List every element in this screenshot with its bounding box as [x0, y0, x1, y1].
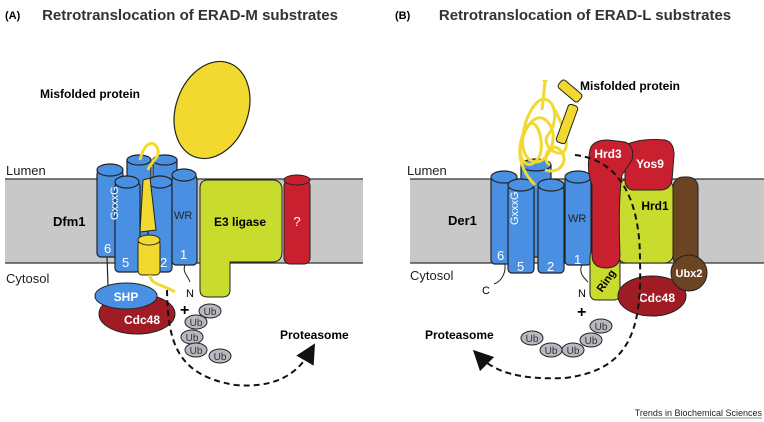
- svg-text:Ub: Ub: [585, 336, 598, 347]
- c-terminus: C: [482, 285, 490, 297]
- cdc48: [617, 275, 687, 317]
- dfm1-helices: [96, 163, 198, 273]
- lumen-label: Lumen: [6, 163, 46, 178]
- plus-sign: +: [577, 304, 586, 321]
- yos9: [624, 139, 675, 191]
- helix-2: 2: [160, 255, 167, 270]
- helix-1: 1: [180, 247, 187, 262]
- svg-text:Ub: Ub: [214, 352, 227, 363]
- svg-text:Ub: Ub: [595, 322, 608, 333]
- der1-helices: [490, 170, 592, 274]
- gxxxg-motif: GxxxG: [109, 186, 121, 220]
- svg-text:Ub: Ub: [190, 318, 203, 329]
- dfm1-label: Dfm1: [53, 214, 86, 229]
- wr-motif: WR: [174, 210, 192, 222]
- unknown-label: ?: [293, 214, 300, 229]
- ubiquitin-chain: Ub Ub Ub Ub Ub: [180, 303, 232, 364]
- hrd1-label: Hrd1: [641, 199, 669, 213]
- degradation-arrow: [472, 154, 642, 380]
- panel-b-title: Retrotranslocation of ERAD-L substrates: [439, 7, 731, 24]
- n-terminus: N: [578, 288, 586, 300]
- yos9-label: Yos9: [636, 157, 664, 171]
- helix-6: 6: [497, 248, 504, 263]
- wr-motif: WR: [568, 213, 586, 225]
- proteasome-label: Proteasome: [425, 328, 494, 342]
- shp-label: SHP: [114, 290, 139, 304]
- hrd3: [587, 139, 634, 269]
- unfolded-substrate: [518, 81, 568, 187]
- svg-text:Ub: Ub: [526, 334, 539, 345]
- hrd1: [617, 179, 674, 264]
- proteasome-label: Proteasome: [280, 328, 349, 342]
- shp: [94, 282, 158, 310]
- svg-text:Ub: Ub: [186, 333, 199, 344]
- ubx2-anchor: [672, 176, 699, 268]
- panel-a-tag: (A): [5, 10, 21, 22]
- ubx2-label: Ubx2: [676, 268, 703, 280]
- plus-sign: +: [180, 302, 189, 319]
- e3-label: E3 ligase: [214, 215, 266, 229]
- svg-text:Ub: Ub: [545, 346, 558, 357]
- degradation-arrow: [166, 289, 316, 387]
- svg-text:Ub: Ub: [204, 307, 217, 318]
- misfolded-label: Misfolded protein: [580, 79, 680, 93]
- helix-1: 1: [574, 252, 581, 267]
- panel-a: (A) Retrotranslocation of ERAD-M substra…: [5, 7, 363, 387]
- panel-b: (B) Retrotranslocation of ERAD-L substra…: [395, 7, 764, 380]
- gxxxg-motif: GxxxG: [509, 191, 521, 225]
- helix-5: 5: [122, 255, 129, 270]
- n-terminus: N: [186, 288, 194, 300]
- helix-5: 5: [517, 259, 524, 274]
- misfolded-protein: [173, 60, 251, 160]
- hrd3-label: Hrd3: [594, 147, 622, 161]
- misfolded-label: Misfolded protein: [40, 87, 140, 101]
- svg-text:Ub: Ub: [567, 346, 580, 357]
- cytosol-label: Cytosol: [6, 271, 49, 286]
- journal-credit: Trends in Biochemical Sciences: [635, 408, 763, 418]
- cdc48-label: Cdc48: [639, 291, 675, 305]
- e3-ligase: [199, 179, 283, 298]
- svg-text:Ub: Ub: [190, 346, 203, 357]
- cytosol-label: Cytosol: [410, 268, 453, 283]
- helix-2: 2: [547, 259, 554, 274]
- lumen-label: Lumen: [407, 163, 447, 178]
- helix-6: 6: [104, 241, 111, 256]
- cdc48-label: Cdc48: [124, 313, 160, 327]
- ubx2: [670, 254, 708, 292]
- der1-label: Der1: [448, 213, 477, 228]
- panel-b-tag: (B): [395, 10, 411, 22]
- panel-a-title: Retrotranslocation of ERAD-M substrates: [42, 7, 338, 24]
- ubiquitin-chain: Ub Ub Ub Ub Ub: [520, 318, 613, 358]
